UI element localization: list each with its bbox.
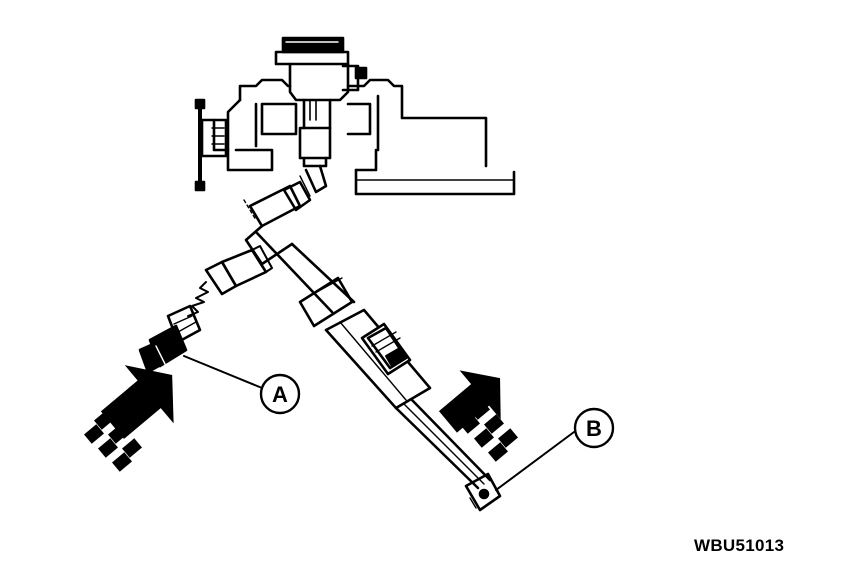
callout-b-label: B <box>586 416 602 441</box>
auxiliary-wrench <box>138 245 273 374</box>
torque-wrench <box>243 184 502 512</box>
socket-adapter <box>282 164 328 212</box>
callout-a-leader <box>183 355 263 389</box>
callout-a-label: A <box>272 382 288 407</box>
arrow-up-right-icon <box>438 370 518 462</box>
arrow-up-right-icon <box>84 365 174 472</box>
vise-assembly <box>194 36 516 196</box>
callout-b-leader <box>495 431 575 491</box>
figure-code: WBU51013 <box>694 536 785 555</box>
callout-a-circle <box>259 373 301 415</box>
callout-b-circle <box>573 407 615 449</box>
